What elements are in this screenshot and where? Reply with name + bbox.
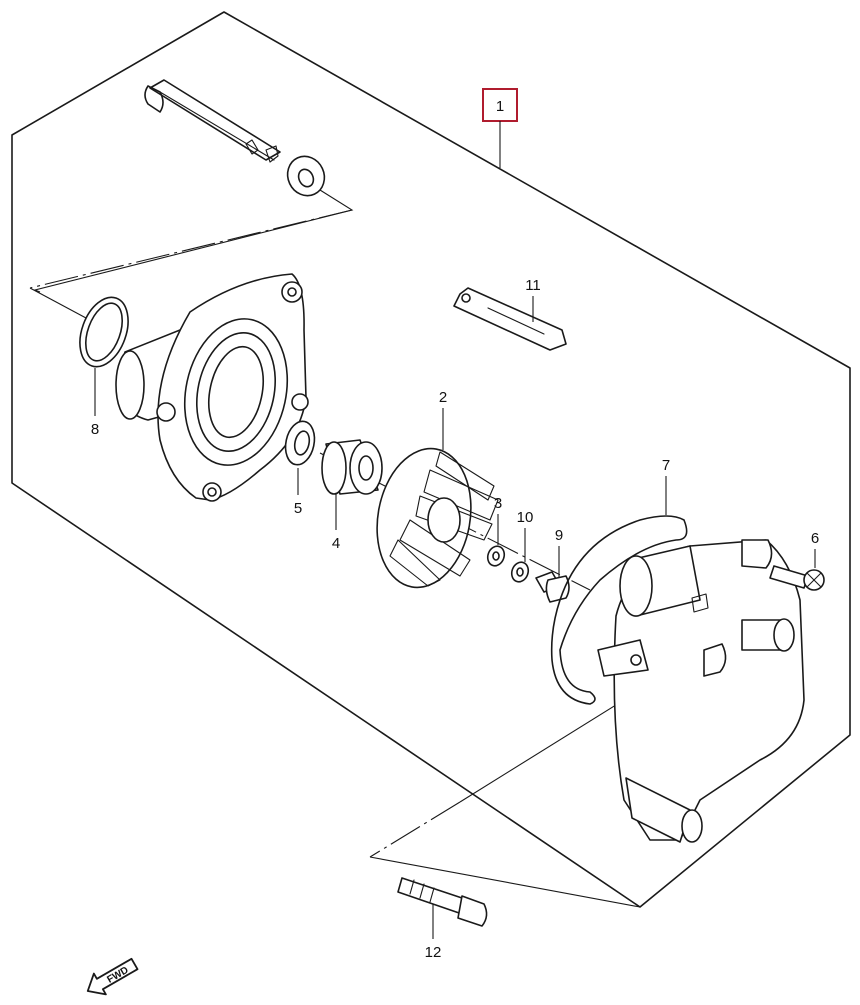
- callout-11[interactable]: 11: [525, 277, 541, 322]
- washer-3: [486, 545, 506, 567]
- callout-label-6: 6: [811, 530, 819, 547]
- callout-label-8: 8: [91, 421, 99, 438]
- callout-label-4: 4: [332, 535, 340, 552]
- callout-label-12: 12: [425, 944, 442, 961]
- flange-bolt-12: [397, 877, 488, 927]
- callout-label-7: 7: [662, 457, 670, 474]
- callout-4[interactable]: 4: [332, 494, 340, 552]
- mechanical-seal: [321, 439, 383, 495]
- washer-10: [510, 561, 530, 583]
- pump-shaft: [144, 79, 281, 163]
- cover-gasket: [550, 515, 688, 705]
- pump-cover: [597, 539, 805, 843]
- shaft-washer: [286, 155, 326, 197]
- callout-label-3: 3: [494, 495, 502, 512]
- fwd-label: FWD: [105, 965, 130, 986]
- callout-10[interactable]: 10: [517, 509, 534, 562]
- callout-12[interactable]: 12: [425, 904, 442, 961]
- callout-3[interactable]: 3: [494, 495, 502, 545]
- callout-label-10: 10: [517, 509, 534, 526]
- assembly-boundary: [11, 11, 851, 908]
- callout-5[interactable]: 5: [294, 468, 302, 517]
- hose-clamp: [453, 287, 567, 351]
- callout-9[interactable]: 9: [555, 527, 563, 578]
- callout-label-5: 5: [294, 500, 302, 517]
- callout-label-11: 11: [525, 277, 541, 294]
- callout-7[interactable]: 7: [662, 457, 670, 515]
- oil-seal: [284, 420, 316, 466]
- callout-6[interactable]: 6: [811, 530, 819, 568]
- impeller: [376, 447, 499, 589]
- callout-label-2: 2: [439, 389, 447, 406]
- o-ring: [79, 296, 129, 368]
- callout-label-9: 9: [555, 527, 563, 544]
- assembly-callout[interactable]: 1: [482, 88, 518, 168]
- impeller-bolt: [535, 571, 570, 603]
- fwd-arrow-badge: FWD: [86, 957, 139, 996]
- pump-case: [115, 273, 309, 502]
- callout-label-1: 1: [496, 98, 504, 115]
- callout-8[interactable]: 8: [91, 368, 99, 438]
- cover-bolt-6: [769, 565, 825, 591]
- callout-2[interactable]: 2: [439, 389, 447, 450]
